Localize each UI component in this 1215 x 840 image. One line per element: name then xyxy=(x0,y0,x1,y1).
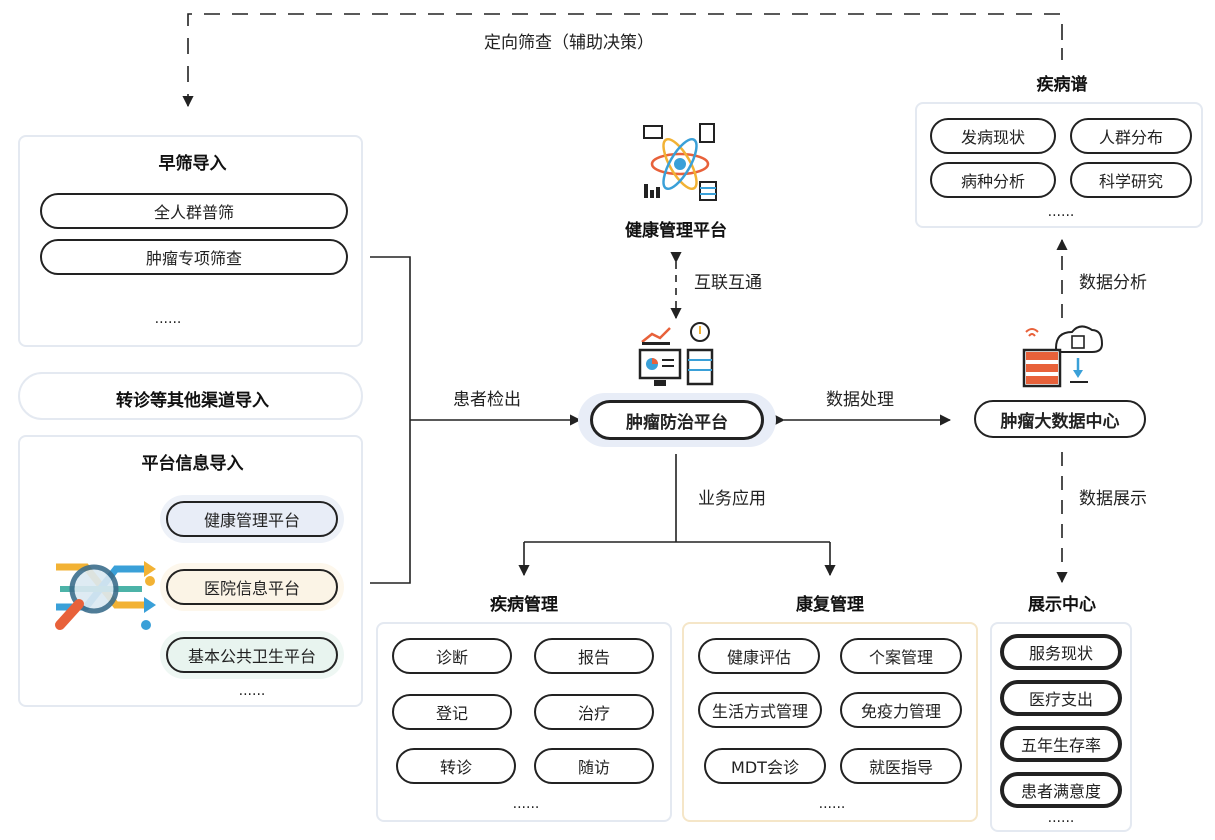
health-platform-title: 健康管理平台 xyxy=(625,221,727,241)
platform-more: ...... xyxy=(238,683,266,699)
rehab-item-4: MDT会诊 xyxy=(704,748,826,784)
data-display-label: 数据展示 xyxy=(1079,489,1147,509)
disease-item-4: 转诊 xyxy=(396,748,516,784)
rehab-more: ...... xyxy=(818,796,846,812)
display-item-3: 患者满意度 xyxy=(1000,772,1122,808)
disease-more: ...... xyxy=(512,796,540,812)
screening-item-0: 全人群普筛 xyxy=(40,193,348,229)
disease-item-1: 报告 xyxy=(534,638,654,674)
early-screening-title: 早筛导入 xyxy=(158,154,227,174)
data-analysis-label: 数据分析 xyxy=(1079,273,1147,293)
platform-item-0: 健康管理平台 xyxy=(166,501,338,537)
top-loop-label: 定向筛查（辅助决策） xyxy=(484,33,654,53)
display-item-0: 服务现状 xyxy=(1000,634,1122,670)
big-data-center-node: 肿瘤大数据中心 xyxy=(974,400,1146,438)
display-center-title: 展示中心 xyxy=(1028,595,1096,615)
disease-spectrum-panel: 发病现状 人群分布 病种分析 科学研究 ...... xyxy=(915,102,1203,228)
rehab-item-2: 生活方式管理 xyxy=(698,692,822,728)
magnifier-icon xyxy=(55,561,156,630)
disease-item-2: 登记 xyxy=(392,694,512,730)
spectrum-item-2: 病种分析 xyxy=(930,162,1056,198)
disease-spectrum-title: 疾病谱 xyxy=(1036,75,1088,95)
disease-item-5: 随访 xyxy=(534,748,654,784)
patient-detect-label: 患者检出 xyxy=(453,390,521,410)
platform-item-2: 基本公共卫生平台 xyxy=(166,637,338,673)
disease-mgmt-title: 疾病管理 xyxy=(490,595,558,615)
rehab-item-5: 就医指导 xyxy=(840,748,962,784)
display-item-1: 医疗支出 xyxy=(1000,680,1122,716)
data-process-label: 数据处理 xyxy=(826,390,894,410)
referral-title: 转诊等其他渠道导入 xyxy=(116,391,269,411)
platform-info-panel: 平台信息导入 健康管理平台 医院信息平台 基本公共卫生平台 ...... xyxy=(18,435,363,707)
display-item-2: 五年生存率 xyxy=(1000,726,1122,762)
rehab-mgmt-title: 康复管理 xyxy=(796,595,864,615)
tumor-platform-icon xyxy=(638,322,714,386)
screening-item-1: 肿瘤专项筛查 xyxy=(40,239,348,275)
rehab-item-1: 个案管理 xyxy=(840,638,962,674)
spectrum-item-0: 发病现状 xyxy=(930,118,1056,154)
screening-more: ...... xyxy=(154,311,182,327)
disease-item-0: 诊断 xyxy=(392,638,512,674)
early-screening-panel: 早筛导入 全人群普筛 肿瘤专项筛查 ...... xyxy=(18,135,363,347)
spectrum-item-1: 人群分布 xyxy=(1070,118,1192,154)
platform-item-1: 医院信息平台 xyxy=(166,569,338,605)
rehab-mgmt-panel: 健康评估 个案管理 生活方式管理 免疫力管理 MDT会诊 就医指导 ...... xyxy=(682,622,978,822)
display-center-panel: 服务现状 医疗支出 五年生存率 患者满意度 ...... xyxy=(990,622,1132,832)
disease-item-3: 治疗 xyxy=(534,694,654,730)
interconnect-label: 互联互通 xyxy=(694,273,762,293)
spectrum-item-3: 科学研究 xyxy=(1070,162,1192,198)
rehab-item-3: 免疫力管理 xyxy=(840,692,962,728)
spectrum-more: ...... xyxy=(1047,204,1075,220)
display-more: ...... xyxy=(1047,810,1075,826)
health-platform-icon xyxy=(643,123,717,201)
big-data-icon xyxy=(1022,325,1104,388)
loop-dashed-line xyxy=(182,13,1063,108)
disease-mgmt-panel: 诊断 报告 登记 治疗 转诊 随访 ...... xyxy=(376,622,672,822)
rehab-item-0: 健康评估 xyxy=(698,638,820,674)
business-label: 业务应用 xyxy=(698,489,766,509)
tumor-platform-node: 肿瘤防治平台 xyxy=(590,400,764,440)
referral-panel: 转诊等其他渠道导入 xyxy=(18,372,363,420)
platform-info-title: 平台信息导入 xyxy=(141,454,244,474)
early-screen-connector xyxy=(370,256,411,584)
